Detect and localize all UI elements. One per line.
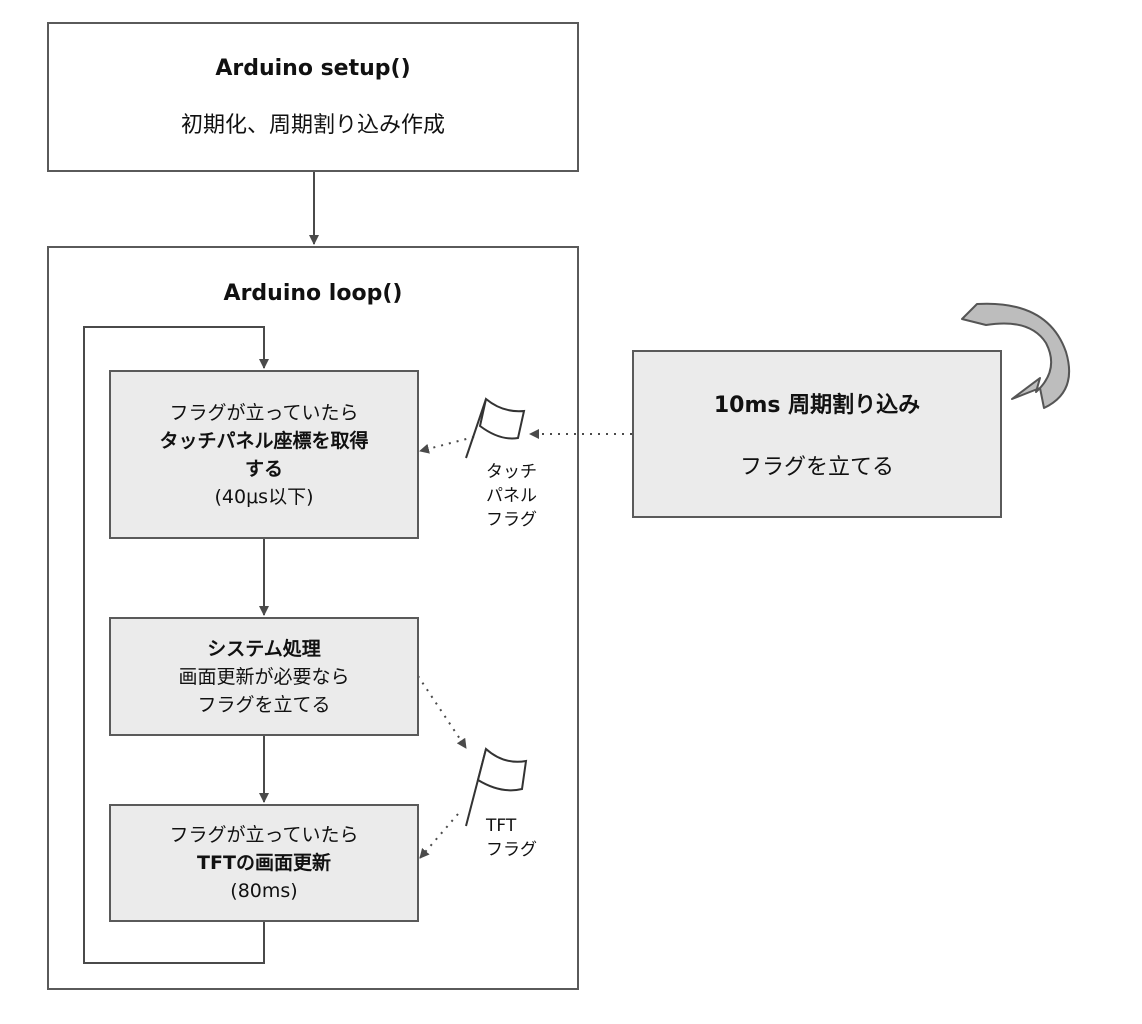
setup-description: 初期化、周期割り込み作成 [180,112,445,138]
interrupt-description: フラグを立てる [739,455,894,480]
system-step-line2: 画面更新が必要なら [178,665,350,688]
touch-flag-label-line2: パネル [486,486,537,506]
touch-flag-label-line1: タッチ [486,462,537,482]
tft-step-line2: TFTの画面更新 [197,852,331,874]
touch-flag-label-line3: フラグ [486,510,537,530]
tft-step-line3: (80ms) [230,880,298,902]
tft-step: フラグが立っていたら TFTの画面更新 (80ms) [109,804,419,922]
loop-back-path [83,326,269,964]
interrupt-title: 10ms 周期割り込み [713,393,921,418]
interrupt-box: 10ms 周期割り込み フラグを立てる [632,350,1002,518]
loop-title: Arduino loop() [223,281,403,306]
system-step-line1: システム処理 [207,637,321,660]
system-step: システム処理 画面更新が必要なら フラグを立てる [109,617,419,736]
touch-step-line2: タッチパネル座標を取得 [159,429,369,452]
touch-step-line3: する [244,457,283,480]
touch-step-line4: (40μs以下) [214,485,314,508]
dotted-arrow-flag-to-touch [419,436,475,454]
setup-box: Arduino setup() 初期化、周期割り込み作成 [47,22,579,172]
dotted-arrow-system-to-flag [417,675,467,749]
dotted-arrow-flag-to-tft [419,813,459,859]
tft-flag-icon [465,747,528,827]
system-step-line3: フラグを立てる [197,693,331,716]
touch-panel-step: フラグが立っていたら タッチパネル座標を取得 する (40μs以下) [109,370,419,539]
touch-flag-label: タッチ パネル フラグ [486,460,537,532]
setup-title: Arduino setup() [215,55,411,81]
loop-container: Arduino loop() [47,246,579,990]
tft-flag-label-line2: フラグ [486,840,537,860]
tft-flag-label-line1: TFT [486,816,517,836]
touch-flag-icon [465,397,526,459]
touch-step-line1: フラグが立っていたら [169,401,359,424]
tft-step-line1: フラグが立っていたら [169,824,359,846]
tft-flag-label: TFT フラグ [486,814,537,862]
recurring-interrupt-arrow-icon [961,302,1071,409]
